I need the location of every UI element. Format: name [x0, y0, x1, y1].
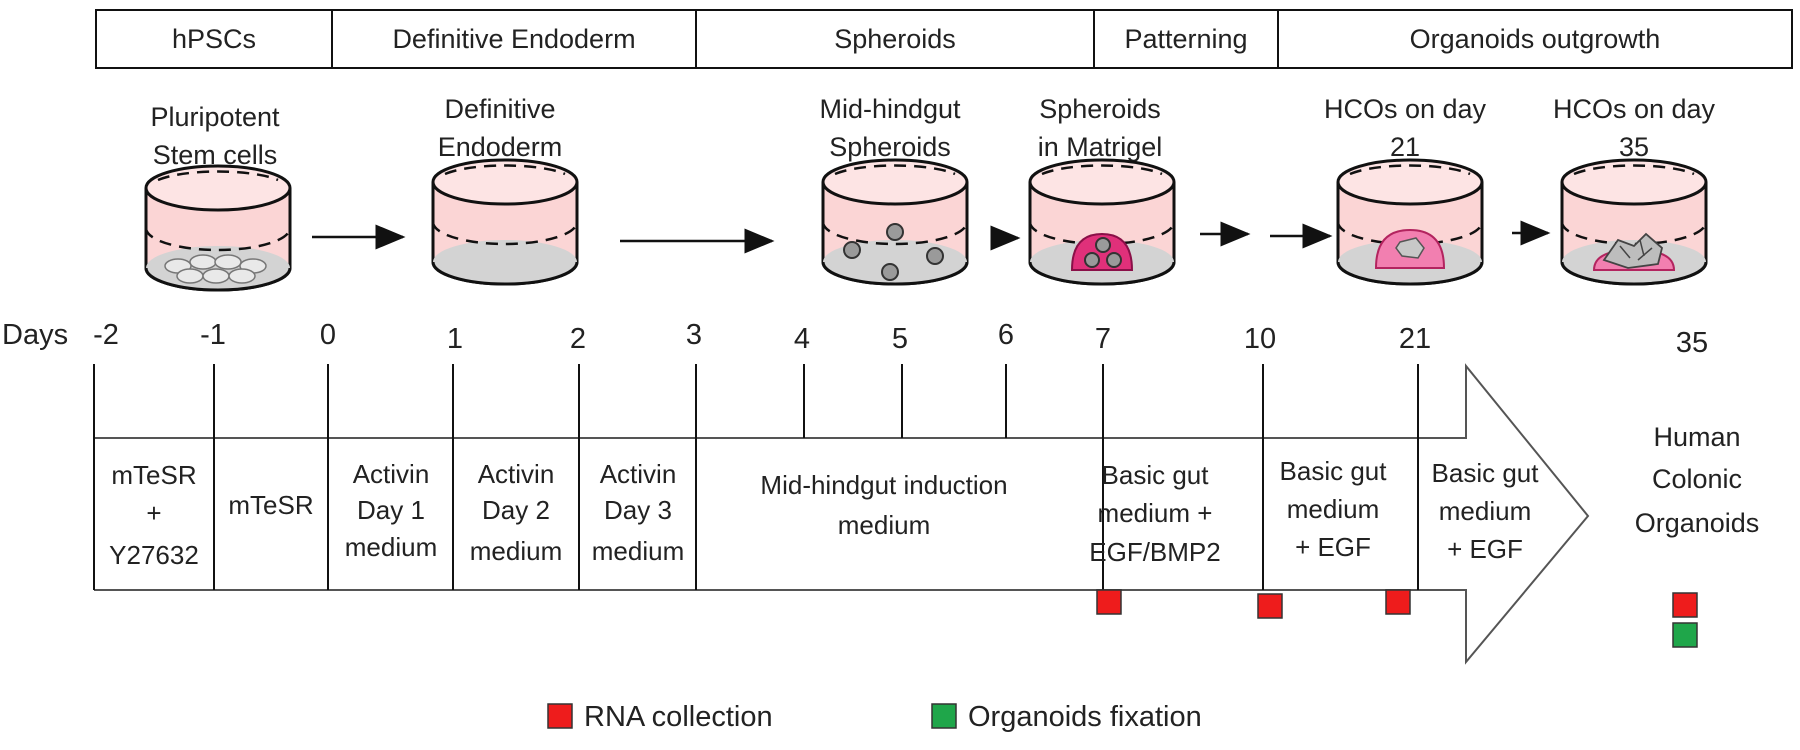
stage-header: hPSCs Definitive Endoderm Spheroids Patt…	[95, 9, 1793, 69]
day-number: 21	[1399, 323, 1431, 355]
dish-label-line: Endoderm	[438, 132, 563, 162]
medium-line: medium	[592, 536, 684, 566]
outcome-line: Colonic	[1652, 464, 1742, 494]
medium-line: Mid-hindgut induction	[760, 470, 1007, 500]
medium-line: medium	[1439, 496, 1531, 526]
medium-line: Y27632	[109, 540, 199, 570]
outcome-line: Organoids	[1635, 508, 1760, 538]
legend-fixation-label: Organoids fixation	[968, 701, 1202, 733]
medium-line: Activin	[353, 459, 430, 489]
legend-rna-swatch	[547, 703, 573, 729]
stage-hpscs: hPSCs	[172, 24, 256, 54]
stage-organoids-outgrowth: Organoids outgrowth	[1410, 24, 1661, 54]
medium-line: Basic gut	[1280, 456, 1388, 486]
stem-cells-icon	[164, 254, 267, 284]
days-label: Days	[2, 319, 68, 351]
medium-line: + EGF	[1447, 534, 1523, 564]
outcome-label: Human Colonic Organoids	[1635, 422, 1760, 538]
medium-line: mTeSR	[228, 490, 313, 520]
medium-line: Day 1	[357, 495, 425, 525]
day-number: 4	[794, 323, 810, 355]
matrigel-drop-icon	[1070, 232, 1134, 271]
legend: RNA collection Organoids fixation	[547, 701, 1202, 733]
organoid-day21-icon	[1374, 228, 1446, 269]
day-number: -1	[200, 319, 226, 351]
stage-spheroids: Spheroids	[834, 24, 956, 54]
day-number: 5	[892, 323, 908, 355]
dish-definitive-endoderm	[431, 158, 579, 286]
medium-line: Day 2	[482, 495, 550, 525]
legend-fixation-swatch	[931, 703, 957, 729]
medium-line: medium	[470, 536, 562, 566]
dish-labels: Pluripotent Stem cells Definitive Endode…	[150, 94, 1715, 170]
medium-line: medium	[1287, 494, 1379, 524]
medium-line: medium	[345, 532, 437, 562]
rna-collection-marker	[1385, 589, 1411, 615]
day-ticks	[93, 364, 1419, 590]
medium-line: EGF/BMP2	[1089, 537, 1220, 567]
day-number: 6	[998, 319, 1014, 351]
medium-line: Basic gut	[1102, 460, 1210, 490]
medium-line: mTeSR	[111, 460, 196, 490]
dish-hcos-day-35	[1560, 158, 1708, 286]
day-number: 3	[686, 319, 702, 351]
organoid-day35-icon	[1592, 232, 1676, 271]
dish-label-line: HCOs on day	[1553, 94, 1716, 124]
dish-mid-hindgut-spheroids	[821, 158, 969, 286]
stage-patterning: Patterning	[1124, 24, 1247, 54]
medium-line: Activin	[600, 459, 677, 489]
sample-markers	[1096, 589, 1698, 648]
legend-rna-label: RNA collection	[584, 701, 773, 733]
dish-label-line: 21	[1390, 132, 1420, 162]
dish-label-line: Mid-hindgut	[819, 94, 961, 124]
medium-line: Day 3	[604, 495, 672, 525]
dish-hcos-day-21	[1336, 158, 1484, 286]
medium-line: +	[146, 498, 161, 528]
dish-label-line: in Matrigel	[1038, 132, 1163, 162]
outcome-line: Human	[1653, 422, 1740, 452]
day-number: 35	[1676, 327, 1708, 359]
media-labels: mTeSR + Y27632 mTeSR Activin Day 1 mediu…	[109, 456, 1539, 570]
dish-label-line: Spheroids	[1039, 94, 1161, 124]
dish-spheroids-in-matrigel	[1028, 158, 1176, 286]
rna-collection-marker	[1257, 593, 1283, 619]
dish-label-line: Definitive	[444, 94, 555, 124]
spheroids-icon	[843, 223, 944, 281]
day-number: 10	[1244, 323, 1276, 355]
organoids-fixation-marker	[1672, 622, 1698, 648]
stage-definitive-endoderm: Definitive Endoderm	[392, 24, 635, 54]
dish-pluripotent-stem-cells	[144, 164, 292, 292]
day-number: 0	[320, 319, 336, 351]
day-number: 2	[570, 323, 586, 355]
day-number: -2	[93, 319, 119, 351]
medium-line: + EGF	[1295, 532, 1371, 562]
day-number: 7	[1095, 323, 1111, 355]
medium-line: medium +	[1098, 498, 1213, 528]
timeline-arrow	[94, 363, 1590, 665]
dish-label-line: Spheroids	[829, 132, 951, 162]
medium-line: medium	[838, 510, 930, 540]
day-numbers: -2 -1 0 1 2 3 4 5 6 7 10 21 35	[93, 319, 1708, 359]
process-arrows	[312, 220, 1551, 254]
medium-line: Activin	[478, 459, 555, 489]
day-number: 1	[447, 323, 463, 355]
dish-label-line: HCOs on day	[1324, 94, 1487, 124]
medium-line: Basic gut	[1432, 458, 1540, 488]
rna-collection-marker	[1672, 592, 1698, 618]
rna-collection-marker	[1096, 589, 1122, 615]
dish-label-line: Pluripotent	[150, 102, 280, 132]
dish-label-line: 35	[1619, 132, 1649, 162]
